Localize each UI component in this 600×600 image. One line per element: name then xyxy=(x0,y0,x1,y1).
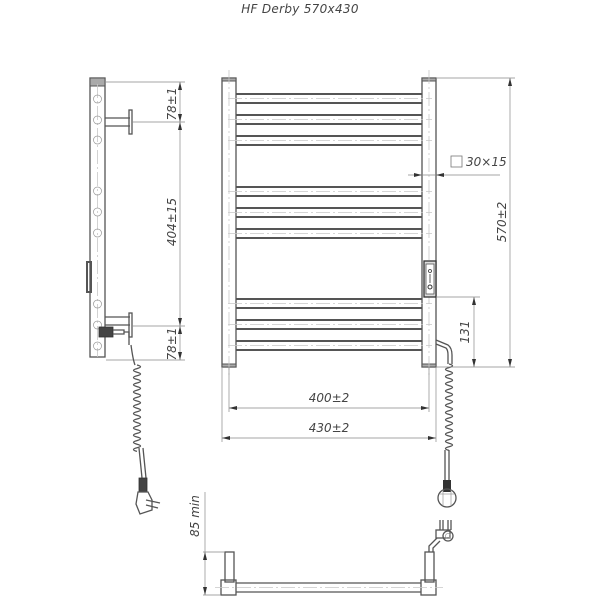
dim-total-height: 570±2 xyxy=(495,202,509,243)
bar-group-bottom xyxy=(228,298,432,351)
front-view: 570±2 131 30×15 400±2 xyxy=(221,70,515,508)
controller-unit xyxy=(423,260,437,298)
dim-wall-clearance: 85 min xyxy=(188,495,202,537)
top-wall-bracket xyxy=(105,109,133,135)
bar-group-middle xyxy=(228,186,432,239)
side-view: 78±1 404±15 78±1 xyxy=(86,77,185,515)
front-dimensions: 570±2 131 30×15 400±2 xyxy=(221,77,515,442)
bar-group-top xyxy=(228,93,432,146)
dim-controller-height: 131 xyxy=(458,321,472,344)
dim-bottom-bracket: 78±1 xyxy=(165,328,179,361)
bottom-view: 85 min xyxy=(188,492,454,596)
dim-bracket-spacing: 404±15 xyxy=(165,198,179,246)
side-plug xyxy=(135,491,153,515)
square-profile-icon xyxy=(450,155,463,168)
heating-bars xyxy=(228,93,432,351)
side-bar-sections xyxy=(93,94,102,351)
dim-top-bracket: 78±1 xyxy=(165,88,179,121)
drawing-title: HF Derby 570x430 xyxy=(241,2,359,16)
dim-profile: 30×15 xyxy=(466,155,507,169)
side-coiled-cable xyxy=(130,344,161,515)
dim-total-width: 430±2 xyxy=(309,421,350,435)
front-coiled-cable xyxy=(435,339,457,508)
front-plug xyxy=(437,488,457,508)
side-controller xyxy=(86,261,92,293)
bottom-plug xyxy=(442,530,454,542)
power-button-icon xyxy=(427,284,433,290)
dim-bar-width: 400±2 xyxy=(309,391,350,405)
side-dimensions: 78±1 404±15 78±1 xyxy=(106,81,185,361)
bottom-wall-bracket xyxy=(98,312,133,345)
indicator-icon xyxy=(428,269,432,273)
